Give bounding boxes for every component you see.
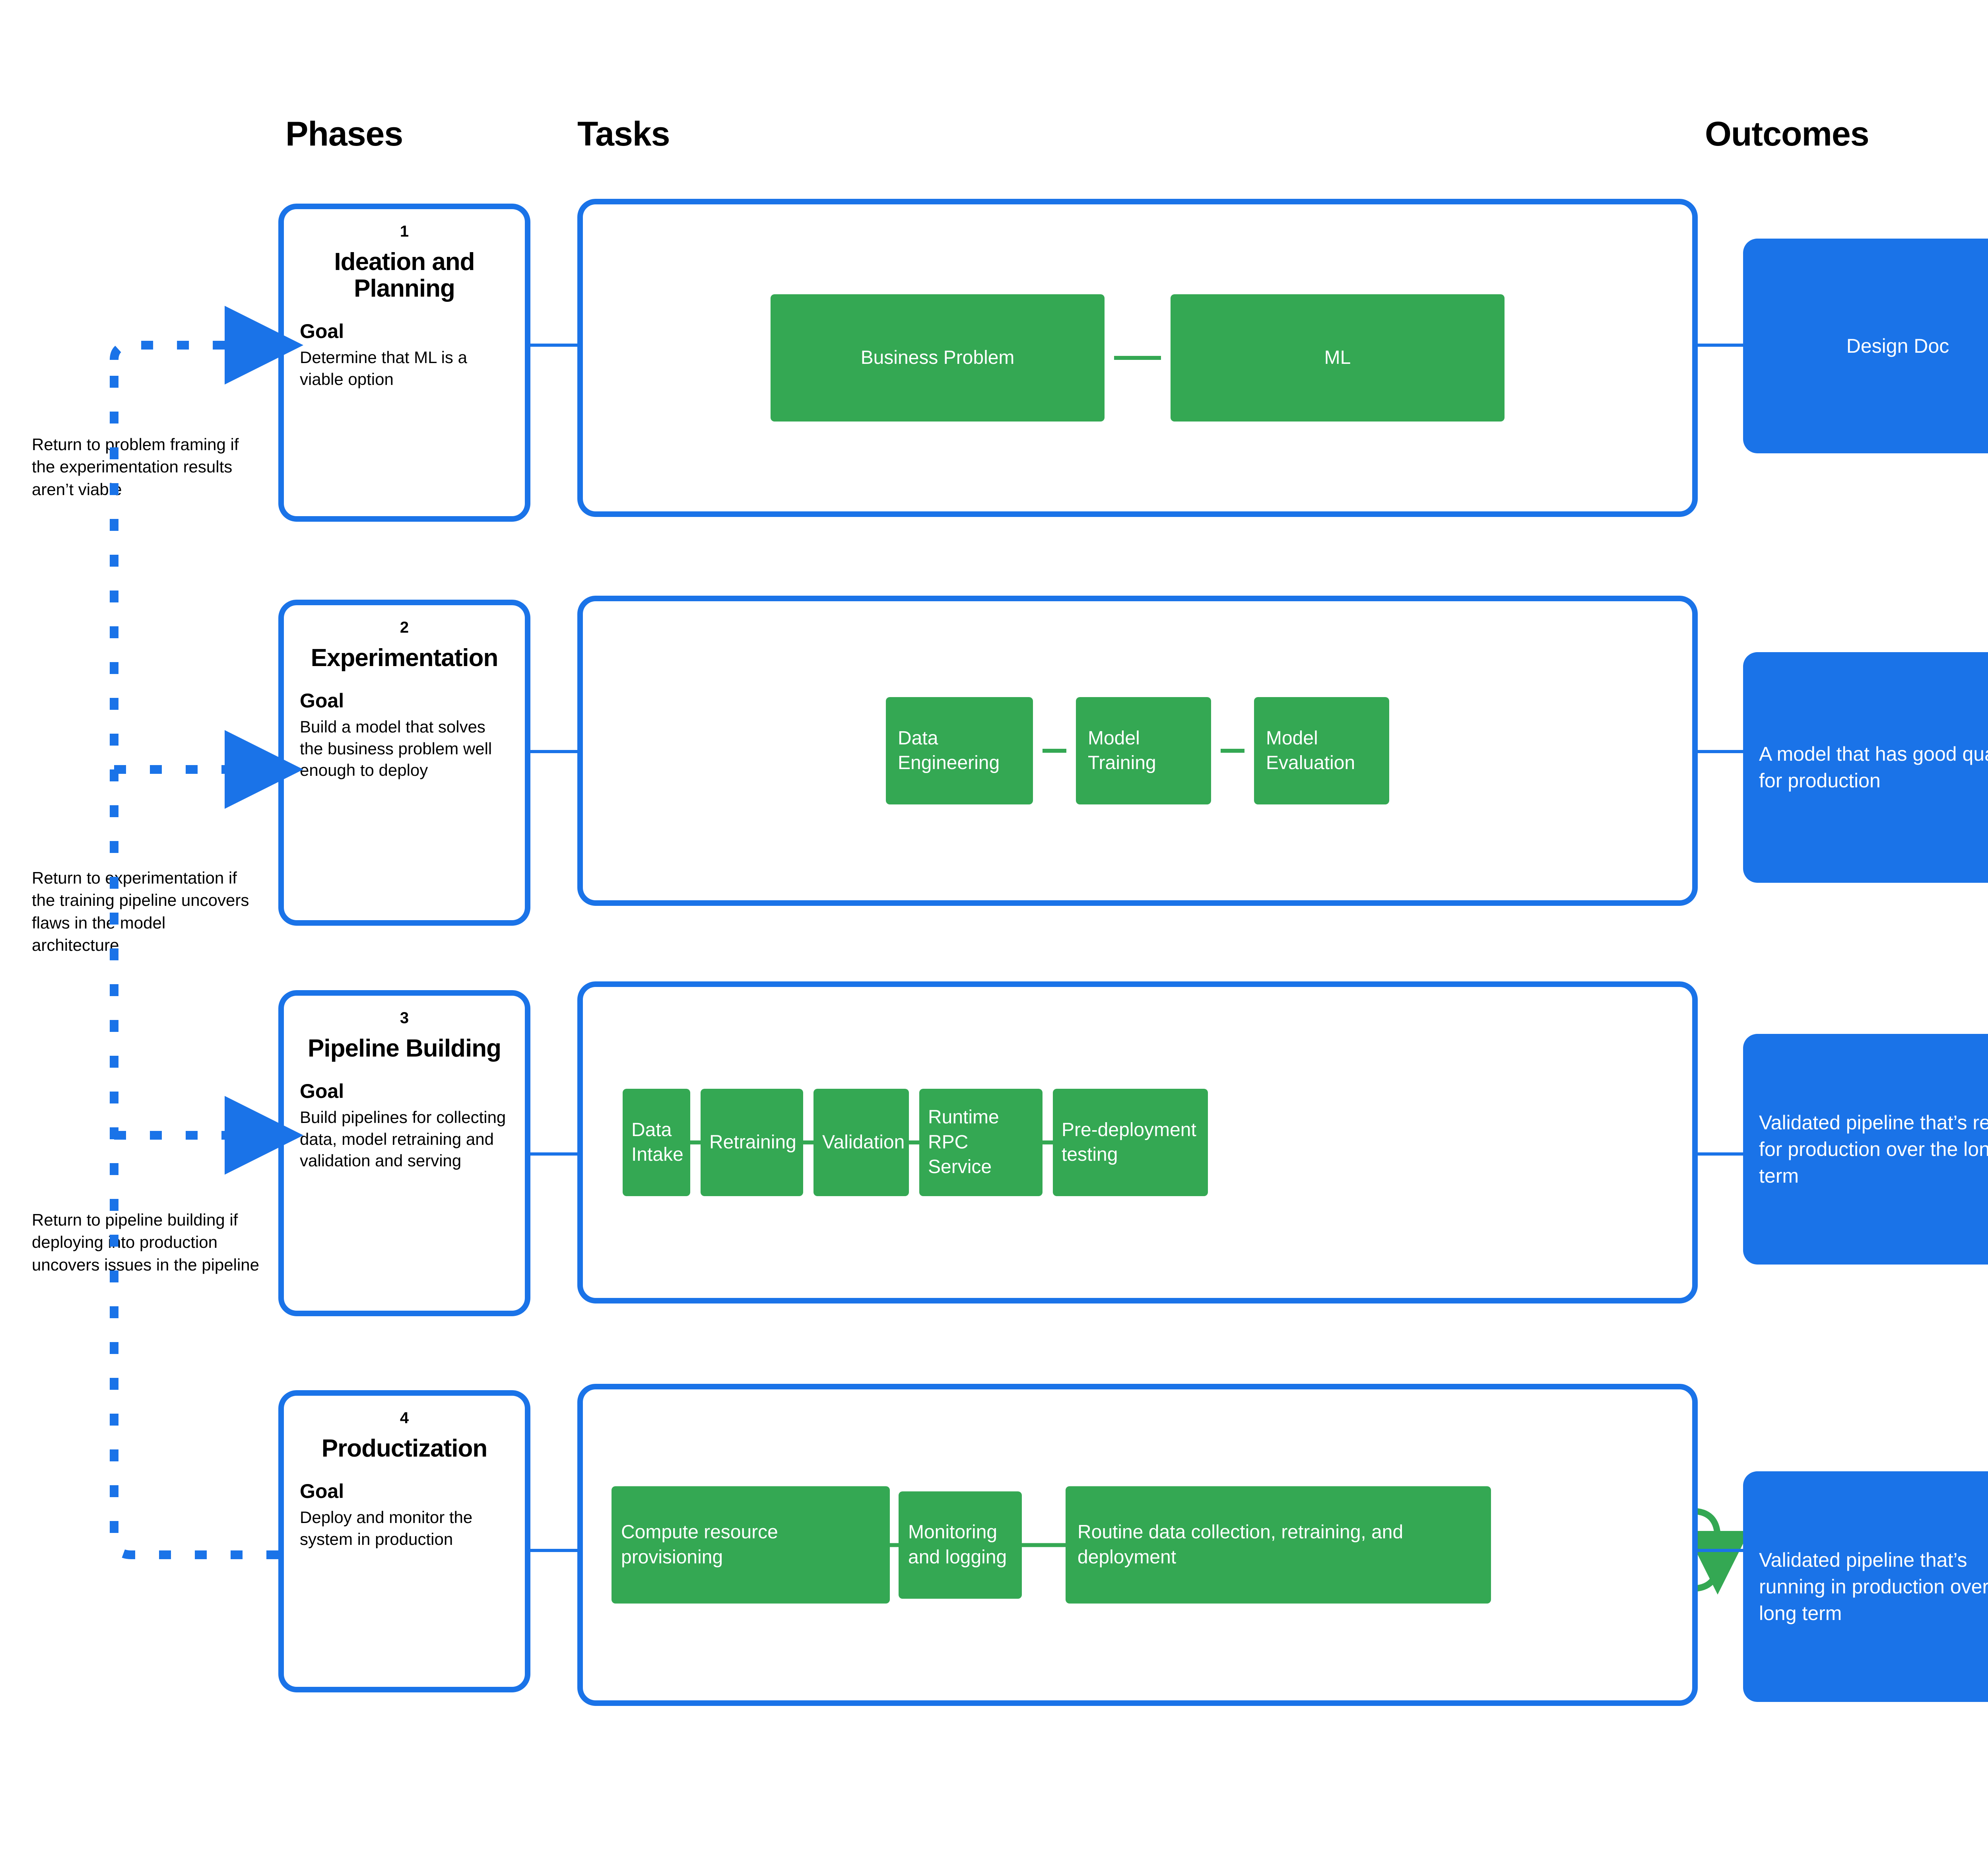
- task-connector: [890, 1543, 899, 1547]
- return-note-1: Return to problem framing if the experim…: [32, 435, 239, 499]
- task-box[interactable]: ML: [1171, 294, 1505, 422]
- task-connector: [1043, 1140, 1053, 1144]
- phase-card-3[interactable]: 3 Pipeline Building Goal Build pipelines…: [278, 990, 530, 1316]
- phase-number: 4: [400, 1409, 409, 1427]
- outcome-text: Validated pipeline that’s running in pro…: [1759, 1548, 1988, 1624]
- task-connector: [1043, 749, 1066, 753]
- phase-goal-label: Goal: [300, 1480, 344, 1502]
- task-box[interactable]: Routine data collection, retraining, and…: [1066, 1486, 1491, 1604]
- phase-goal-text: Build a model that solves the business p…: [300, 717, 492, 780]
- outcome-card-1[interactable]: Design Doc: [1743, 239, 1988, 453]
- outcome-card-2[interactable]: A model that has good quality for produc…: [1743, 652, 1988, 883]
- return-note-2: Return to experimentation if the trainin…: [32, 868, 249, 954]
- feedback-arrow-to-phase-1: [110, 306, 303, 385]
- task-box[interactable]: Data Engineering: [886, 697, 1033, 804]
- connector-phase4-tasks: [530, 1549, 580, 1552]
- tasks-card-3: Data Intake Retraining Validation Runtim…: [577, 981, 1698, 1303]
- task-box[interactable]: Model Training: [1076, 697, 1211, 804]
- column-header-tasks: Tasks: [577, 115, 670, 153]
- outcome-text: Validated pipeline that’s ready for prod…: [1759, 1111, 1988, 1187]
- phase-goal-label: Goal: [300, 1080, 344, 1102]
- phase-number: 3: [400, 1009, 409, 1027]
- phase-card-4[interactable]: 4 Productization Goal Deploy and monitor…: [278, 1390, 530, 1692]
- phase-title: Productization: [321, 1435, 488, 1462]
- connector-phase1-tasks: [530, 344, 580, 347]
- task-box[interactable]: Compute resource provisioning: [612, 1486, 890, 1604]
- task-connector: [1022, 1543, 1066, 1547]
- column-header-phases: Phases: [285, 115, 403, 153]
- phase-number: 1: [400, 223, 409, 240]
- phase-title: Ideation and Planning: [334, 248, 475, 302]
- task-box[interactable]: Validation: [813, 1089, 909, 1196]
- task-box[interactable]: Retraining: [701, 1089, 803, 1196]
- tasks-card-1: Business Problem ML: [577, 199, 1698, 517]
- outcome-text: A model that has good quality for produc…: [1759, 743, 1988, 792]
- task-box[interactable]: Model Evaluation: [1254, 697, 1389, 804]
- tasks-card-4: Compute resource provisioning Monitoring…: [577, 1384, 1698, 1706]
- task-box[interactable]: Data Intake: [623, 1089, 690, 1196]
- phase-card-1[interactable]: 1 Ideation and Planning Goal Determine t…: [278, 204, 530, 522]
- task-connector: [909, 1140, 919, 1144]
- outcome-text: Design Doc: [1846, 334, 1949, 357]
- phase-goal-label: Goal: [300, 320, 344, 342]
- task-connector: [1114, 356, 1161, 360]
- task-box[interactable]: Business Problem: [771, 294, 1105, 422]
- tasks-card-2: Data Engineering Model Training Model Ev…: [577, 596, 1698, 906]
- phase-goal-text: Build pipelines for collecting data, mod…: [300, 1107, 506, 1170]
- connector-tasks4-outcome: [1698, 1549, 1747, 1552]
- outcome-card-3[interactable]: Validated pipeline that’s ready for prod…: [1743, 1034, 1988, 1265]
- feedback-source-phase-4: [110, 1537, 278, 1559]
- connector-tasks2-outcome: [1698, 750, 1747, 753]
- phase-card-2[interactable]: 2 Experimentation Goal Build a model tha…: [278, 600, 530, 926]
- task-connector: [803, 1140, 813, 1144]
- task-box[interactable]: Runtime RPC Service: [919, 1089, 1043, 1196]
- task-connector: [1221, 749, 1244, 753]
- connector-tasks1-outcome: [1698, 344, 1747, 347]
- return-note-3: Return to pipeline building if deploying…: [32, 1210, 260, 1274]
- connector-phase3-tasks: [530, 1152, 580, 1156]
- outcome-card-4[interactable]: Validated pipeline that’s running in pro…: [1743, 1471, 1988, 1702]
- phase-number: 2: [400, 619, 409, 636]
- task-box[interactable]: Pre-deployment testing: [1053, 1089, 1208, 1196]
- phase-title: Pipeline Building: [308, 1035, 501, 1062]
- phase-goal-text: Deploy and monitor the system in product…: [300, 1507, 473, 1548]
- task-box[interactable]: Monitoring and logging: [899, 1491, 1022, 1599]
- connector-phase2-tasks: [530, 750, 580, 753]
- phase-goal-text: Determine that ML is a viable option: [300, 348, 467, 389]
- connector-tasks3-outcome: [1698, 1152, 1747, 1156]
- phase-title: Experimentation: [311, 644, 499, 672]
- column-header-outcomes: Outcomes: [1705, 115, 1870, 153]
- task-connector: [690, 1140, 701, 1144]
- phase-goal-label: Goal: [300, 689, 344, 712]
